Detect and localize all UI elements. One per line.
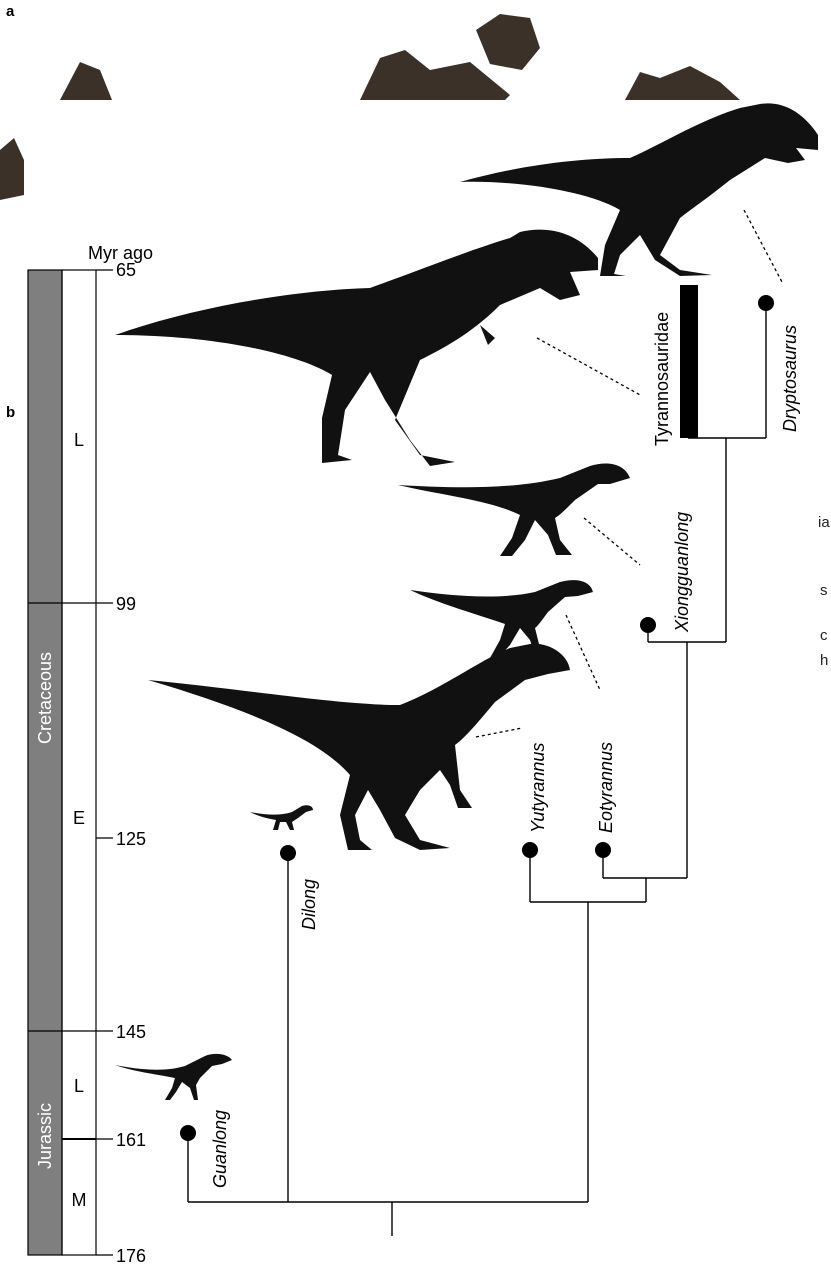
taxon-label-tyrannosauridae: Tyrannosauridae [652,312,672,446]
panel-label-a: a [6,3,15,20]
taxon-marker-xiongguanlong [640,617,656,633]
taxon-marker-eotyrannus [595,842,611,858]
fragment-text: s [820,582,828,599]
epoch-label-jurassic-middle: M [72,1190,87,1210]
tick-label-125: 125 [116,829,146,849]
epoch-column [62,270,96,1255]
taxon-label-dilong: Dilong [299,879,319,930]
period-bar-cretaceous [28,270,62,1031]
period-label-cretaceous: Cretaceous [35,652,55,744]
tick-label-145: 145 [116,1022,146,1042]
rock-fragment [60,62,112,100]
taxon-label-guanlong: Guanlong [210,1110,230,1188]
taxon-label-eotyrannus: Eotyrannus [596,742,616,833]
tick-label-161: 161 [116,1130,146,1150]
rock-fragment [476,14,540,70]
taxon-marker-yutyrannus [522,842,538,858]
fragment-text: c [820,627,828,644]
tick-label-176: 176 [116,1246,146,1266]
fragment-text: h [820,652,828,669]
rock-fragment [0,138,24,200]
taxon-marker-dryptosaurus [758,295,774,311]
taxon-marker-guanlong [180,1125,196,1141]
period-label-jurassic: Jurassic [35,1103,55,1169]
epoch-label-cretaceous-early: E [73,808,85,828]
fragment-text: ia [818,514,830,531]
taxon-marker-dilong [280,845,296,861]
taxon-label-dryptosaurus: Dryptosaurus [780,325,800,432]
tick-label-99: 99 [116,594,136,614]
epoch-label-cretaceous-late: L [74,430,84,450]
taxon-label-yutyrannus: Yutyrannus [528,743,548,833]
panel-label-b: b [6,404,15,421]
rock-fragment [625,66,740,100]
taxon-label-xiongguanlong: Xiongguanlong [672,512,692,633]
tick-label-65: 65 [116,260,136,280]
tyrannosauridae-range-bar [680,285,698,438]
epoch-label-jurassic-late: L [74,1076,84,1096]
